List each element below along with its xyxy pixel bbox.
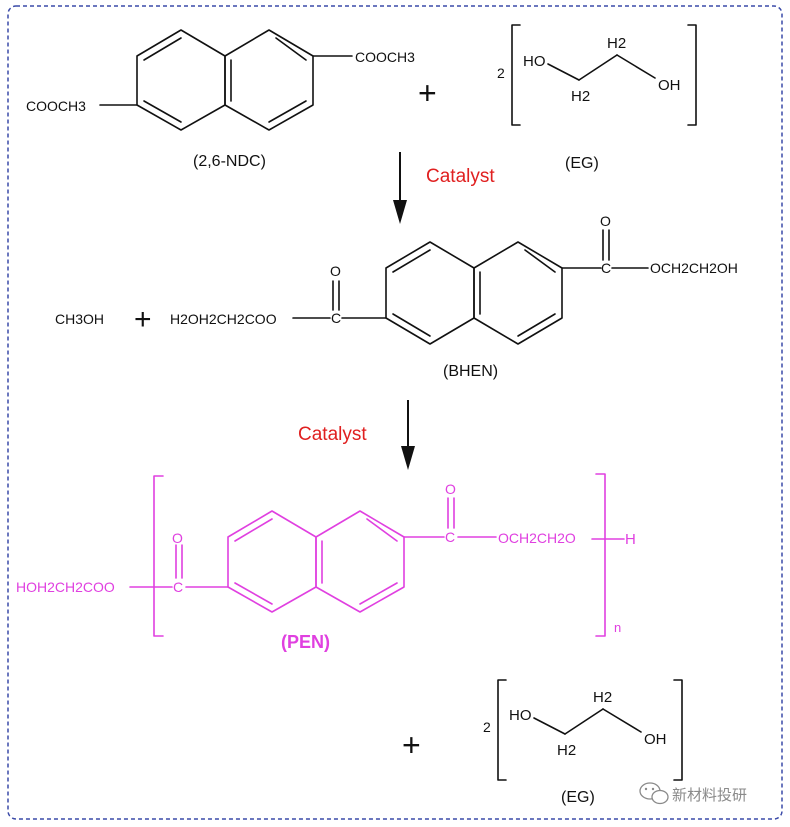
bhen-left-c: C [331, 310, 341, 326]
pen-end-h: H [625, 531, 636, 548]
ndc-left-group: COOCH3 [26, 98, 86, 114]
bhen-right-o: O [600, 213, 611, 229]
reaction-arrow-1 [393, 152, 407, 224]
bhen-left-group: H2OH2CH2COO [170, 311, 277, 327]
methanol-label: CH3OH [55, 311, 104, 327]
eg-molecule-1 [511, 24, 697, 126]
eg-h2-bottom-1: H2 [571, 88, 590, 105]
ndc-right-group: COOCH3 [355, 49, 415, 65]
catalyst-label-1: Catalyst [426, 166, 495, 187]
ndc-molecule [99, 29, 353, 131]
eg-h2-top-1: H2 [607, 35, 626, 52]
eg-oh-1: OH [658, 77, 681, 94]
bhen-label: (BHEN) [443, 363, 498, 380]
bhen-molecule [292, 229, 649, 345]
catalyst-label-2: Catalyst [298, 424, 367, 445]
pen-molecule [129, 473, 625, 637]
eg-label-2: (EG) [561, 789, 595, 806]
eg-ho-1: HO [523, 53, 546, 70]
plus-sign-3: + [402, 727, 421, 763]
eg-label-1: (EG) [565, 155, 599, 172]
plus-sign-2: + [134, 303, 152, 336]
eg-h2-bottom-2: H2 [557, 742, 576, 759]
eg-molecule-2 [497, 679, 683, 781]
bhen-right-c: C [601, 260, 611, 276]
watermark-text: 新材料投研 [672, 786, 747, 804]
plus-sign-1: + [418, 75, 437, 111]
pen-repeat-n: n [614, 620, 621, 635]
pen-right-c: C [445, 529, 455, 545]
ndc-label: (2,6-NDC) [193, 153, 266, 170]
pen-label: (PEN) [281, 632, 330, 652]
bhen-left-o: O [330, 263, 341, 279]
pen-left-group: HOH2CH2COO [16, 579, 115, 595]
eg-ho-2: HO [509, 707, 532, 724]
pen-right-group: OCH2CH2O [498, 530, 576, 546]
reaction-arrow-2 [401, 400, 415, 470]
pen-left-c: C [173, 579, 183, 595]
eg-oh-2: OH [644, 731, 667, 748]
eg-h2-top-2: H2 [593, 689, 612, 706]
dashed-frame [7, 5, 783, 820]
pen-right-o: O [445, 481, 456, 497]
eg-coefficient-2: 2 [483, 719, 491, 735]
eg-coefficient-1: 2 [497, 65, 505, 81]
bhen-right-group: OCH2CH2OH [650, 260, 738, 276]
wechat-icon [639, 782, 669, 805]
pen-left-o: O [172, 530, 183, 546]
